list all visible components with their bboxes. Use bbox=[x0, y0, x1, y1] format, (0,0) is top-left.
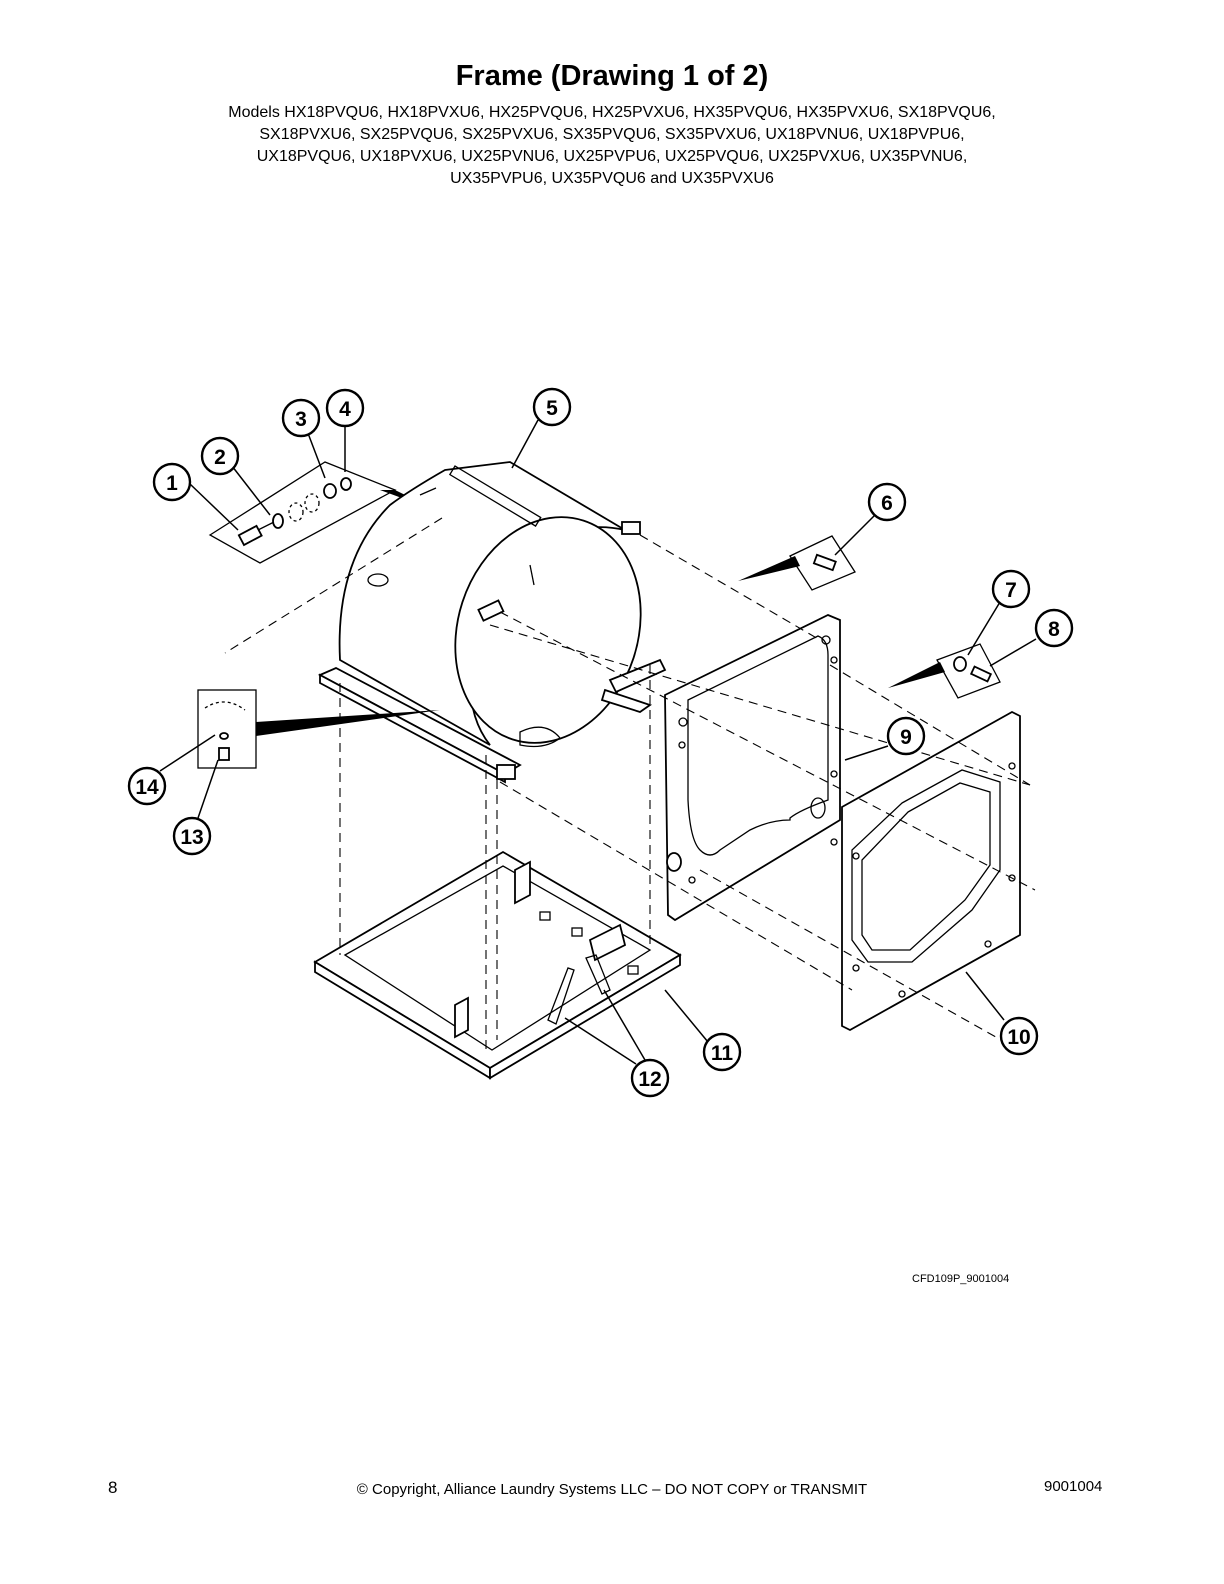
model-list: Models HX18PVQU6, HX18PVXU6, HX25PVQU6, … bbox=[162, 102, 1062, 190]
svg-text:10: 10 bbox=[1007, 1026, 1030, 1049]
model-line: UX18PVQU6, UX18PVXU6, UX25PVNU6, UX25PVP… bbox=[256, 148, 968, 165]
svg-text:2: 2 bbox=[214, 446, 226, 469]
callout-7: 7 bbox=[991, 569, 1031, 609]
svg-text:7: 7 bbox=[1005, 579, 1017, 602]
svg-text:8: 8 bbox=[1048, 618, 1060, 641]
assembly-lines bbox=[224, 517, 1036, 1050]
callout-6: 6 bbox=[867, 482, 907, 522]
page-title: Frame (Drawing 1 of 2) bbox=[455, 60, 769, 92]
svg-text:1: 1 bbox=[166, 472, 178, 495]
copyright-notice: © Copyright, Alliance Laundry Systems LL… bbox=[356, 1481, 868, 1498]
model-line: Models HX18PVQU6, HX18PVXU6, HX25PVQU6, … bbox=[228, 104, 996, 121]
leader-lines bbox=[159, 419, 1037, 1065]
svg-text:5: 5 bbox=[546, 397, 558, 420]
document-number: 9001004 bbox=[1044, 1478, 1103, 1495]
callout-14: 14 bbox=[127, 766, 167, 806]
callout-10: 10 bbox=[999, 1016, 1039, 1056]
callout-1: 1 bbox=[152, 462, 192, 502]
front-frame-panel bbox=[664, 614, 841, 922]
drawing-code: CFD109P_9001004 bbox=[912, 1273, 1010, 1285]
callout-2: 2 bbox=[200, 436, 240, 476]
bolt-detail-inset-6 bbox=[738, 535, 856, 591]
svg-text:9: 9 bbox=[900, 726, 912, 749]
page-number: 8 bbox=[108, 1478, 118, 1497]
svg-text:6: 6 bbox=[881, 492, 893, 515]
callout-8: 8 bbox=[1034, 608, 1074, 648]
svg-text:13: 13 bbox=[180, 826, 203, 849]
washer-detail-inset bbox=[888, 643, 1001, 699]
callout-13: 13 bbox=[172, 816, 212, 856]
drum-shell bbox=[338, 461, 642, 748]
callout-11: 11 bbox=[702, 1032, 742, 1072]
svg-text:11: 11 bbox=[711, 1042, 734, 1065]
svg-text:14: 14 bbox=[135, 776, 159, 799]
svg-text:3: 3 bbox=[295, 408, 307, 431]
model-line: SX18PVXU6, SX25PVQU6, SX25PVXU6, SX35PVQ… bbox=[259, 126, 965, 143]
bolt-detail-inset bbox=[197, 689, 440, 769]
callout-3: 3 bbox=[281, 398, 321, 438]
base-rail bbox=[317, 658, 667, 784]
callout-4: 4 bbox=[325, 388, 365, 428]
callout-12: 12 bbox=[630, 1058, 670, 1098]
model-line: UX35PVPU6, UX35PVQU6 and UX35PVXU6 bbox=[450, 170, 774, 187]
callout-9: 9 bbox=[886, 716, 926, 756]
svg-text:4: 4 bbox=[339, 398, 351, 421]
rear-cover-panel bbox=[841, 710, 1021, 1032]
svg-text:12: 12 bbox=[638, 1068, 661, 1091]
callout-5: 5 bbox=[532, 387, 572, 427]
